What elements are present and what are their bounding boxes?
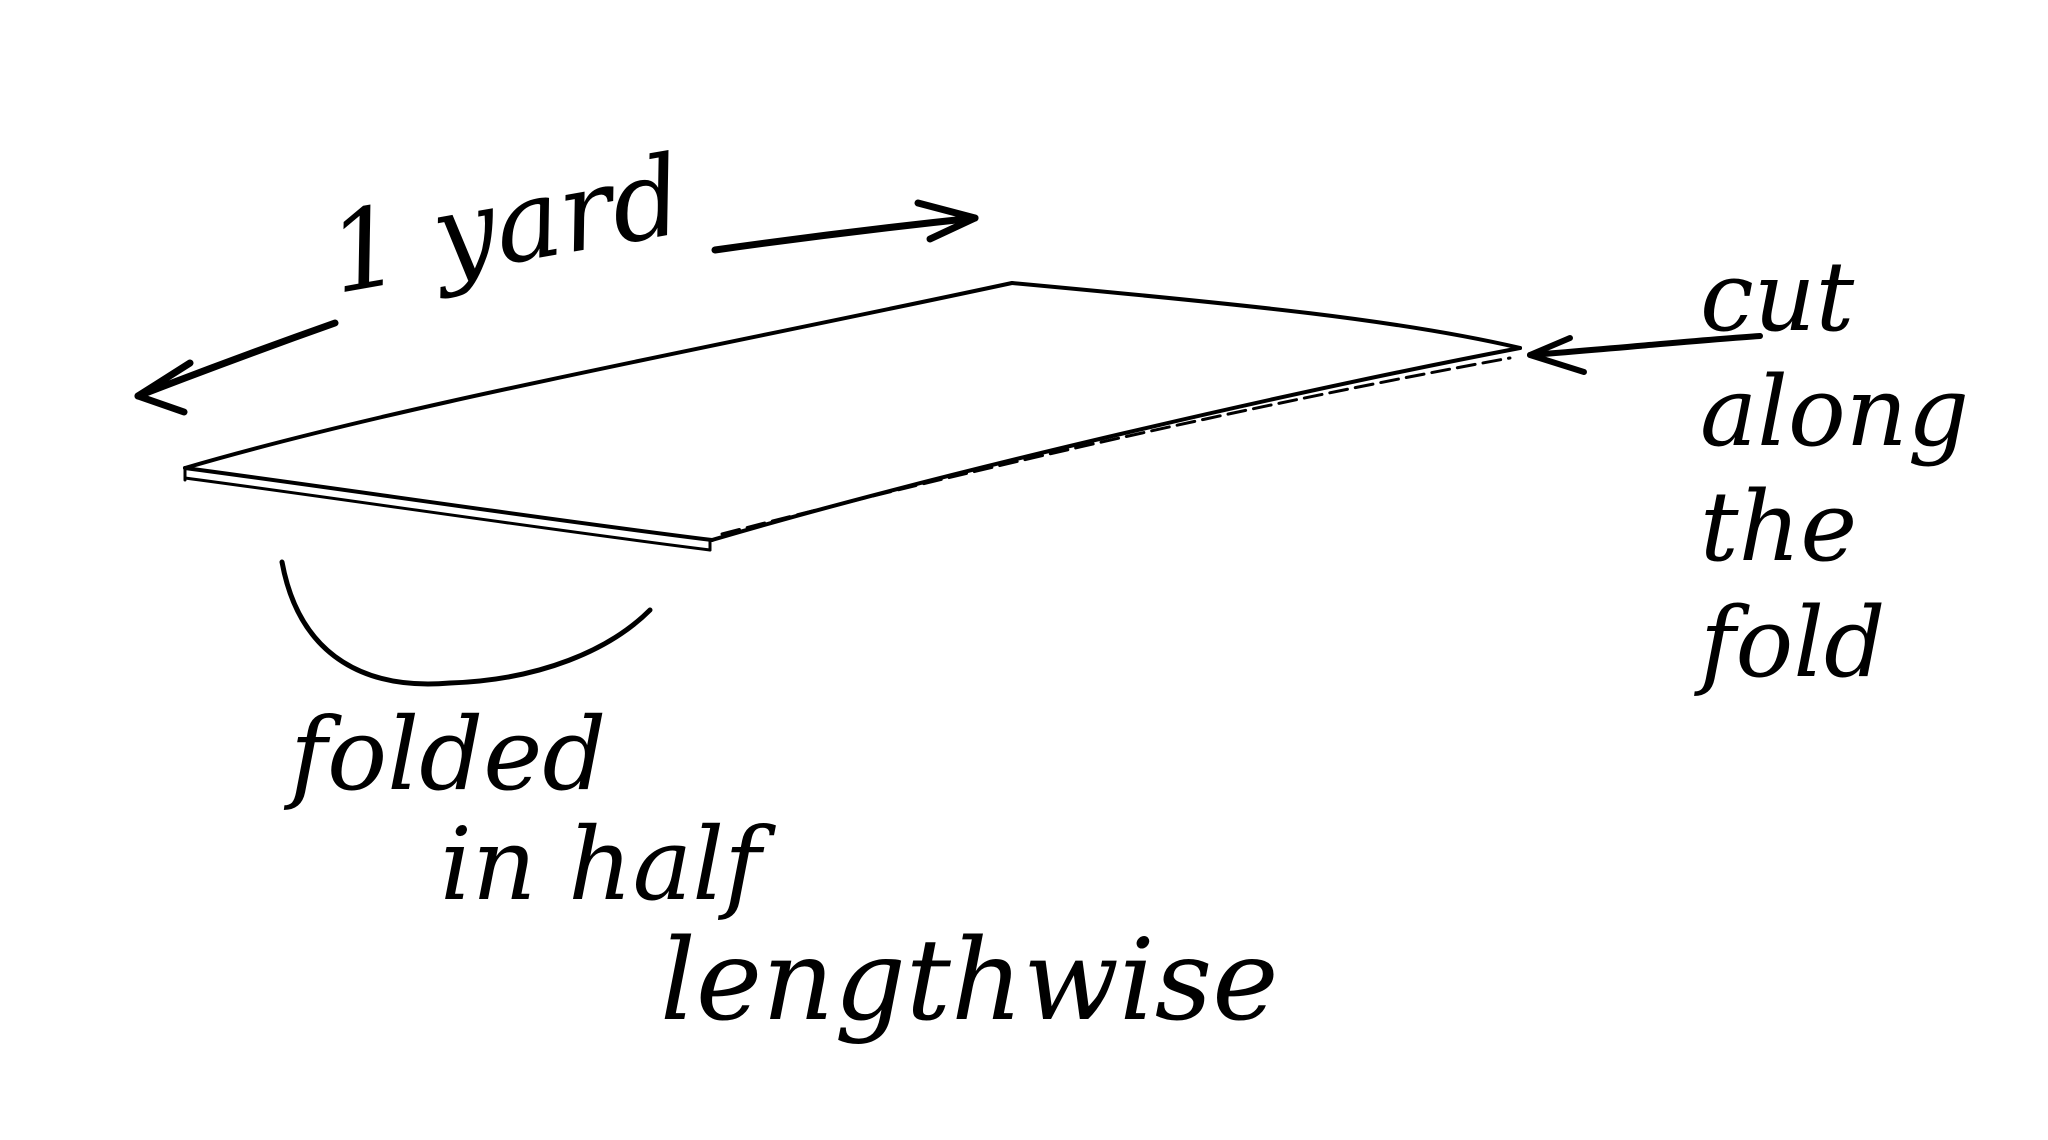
fold-instruction-line: lengthwise [660,916,1279,1046]
fold-instruction-line: folded [290,696,607,813]
length-arrow [134,199,979,416]
fold-pointer-arrow [1527,333,1763,375]
cut-instruction-label: cut along the fold [1700,240,1969,701]
cut-instruction-line: the [1700,471,1858,584]
fold-instruction-line: in half [440,806,762,923]
cut-instruction-line: fold [1700,586,1886,699]
fabric-outline [183,281,1522,552]
fold-bracket [279,559,653,687]
fold-instruction-label: folded in half lengthwise [290,700,1279,1043]
cut-instruction-line: cut [1700,241,1855,353]
cut-instruction-line: along [1700,356,1970,469]
